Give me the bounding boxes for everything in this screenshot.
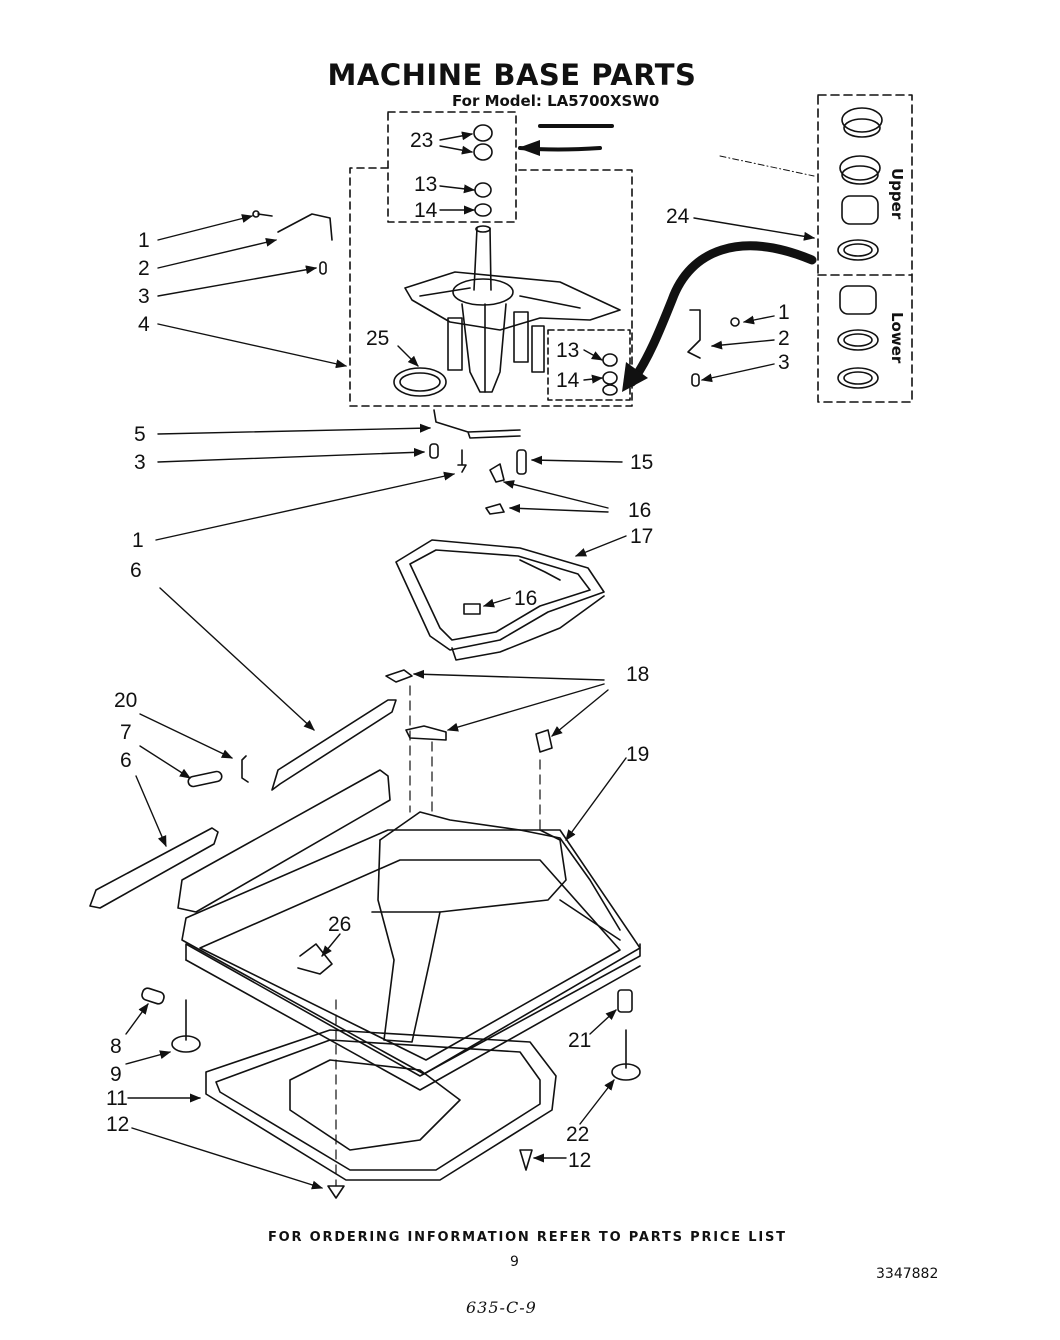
clip-part-16 [489, 463, 505, 483]
screw-part-1 [457, 449, 467, 473]
spring-part-20 [241, 755, 249, 783]
screw-part-12-left [327, 1185, 345, 1199]
dashed-group-box-transmission [349, 167, 633, 407]
callout-22: 22 [566, 1123, 590, 1146]
callout-12-right: 12 [568, 1149, 592, 1172]
transmission-housing [404, 271, 621, 393]
pin-part-7 [187, 770, 223, 788]
dashed-alignment-lines [335, 685, 541, 1187]
bumper-part-8 [141, 987, 165, 1005]
callout-14-top: 14 [414, 199, 438, 222]
clip-part-18c [535, 729, 553, 753]
transmission-shaft [473, 225, 492, 291]
bearing-lower-1 [839, 285, 877, 315]
bracket-right-upper [687, 309, 740, 387]
ordering-footer: FOR ORDERING INFORMATION REFER TO PARTS … [268, 1230, 787, 1245]
callout-6-upper: 6 [130, 559, 142, 582]
callout-21: 21 [568, 1029, 592, 1052]
document-number: 3347882 [876, 1266, 939, 1282]
callout-3-mid: 3 [134, 451, 146, 474]
ring-part-25 [393, 367, 447, 397]
clip-part-18b [405, 725, 447, 741]
bearing-upper-2 [839, 155, 881, 185]
dashed-inset-box-bearings [817, 94, 913, 403]
callout-1-mid: 1 [132, 529, 144, 552]
page-title: MACHINE BASE PARTS [327, 58, 697, 92]
callout-23: 23 [410, 129, 434, 152]
bracket-part-5 [433, 409, 521, 439]
base-plate-part-11 [205, 1029, 557, 1181]
callout-14-right: 14 [556, 369, 580, 392]
screw-part-12-right [519, 1149, 533, 1171]
bracket-left-upper [252, 210, 333, 275]
bushing-part-21 [617, 989, 633, 1013]
inset-label-lower: Lower [888, 312, 906, 364]
callout-12-left: 12 [106, 1113, 130, 1136]
callout-16-upper: 16 [628, 499, 652, 522]
callout-13-right: 13 [556, 339, 580, 362]
bearing-lower-2 [837, 329, 879, 351]
frame-part-17 [395, 539, 605, 661]
leveling-foot-part-9 [171, 999, 201, 1053]
callout-19: 19 [626, 743, 650, 766]
bearing-lower-3 [837, 367, 879, 389]
clip-part-18a [385, 669, 413, 683]
callout-2-left: 2 [138, 257, 150, 280]
callout-16-lower: 16 [514, 587, 538, 610]
pin-part-15 [516, 449, 527, 475]
dashed-group-box-right-bushings [547, 329, 631, 401]
model-subtitle: For Model: LA5700XSW0 [452, 92, 660, 110]
callout-20: 20 [114, 689, 138, 712]
rail-part-6-lower [89, 827, 219, 909]
callout-2-right: 2 [778, 327, 790, 350]
callout-3-left: 3 [138, 285, 150, 308]
callout-7: 7 [120, 721, 132, 744]
callout-18: 18 [626, 663, 650, 686]
bearing-upper-4 [837, 239, 879, 261]
rail-part-6-upper [271, 699, 397, 791]
bearing-upper-1 [841, 107, 883, 138]
callout-3-right: 3 [778, 351, 790, 374]
callout-25: 25 [366, 327, 390, 350]
callout-26: 26 [328, 913, 352, 936]
bushing-part-3 [429, 443, 439, 459]
callout-1-right: 1 [778, 301, 790, 324]
right-small-bushings [602, 353, 618, 396]
callout-1-left: 1 [138, 229, 150, 252]
leader-lines [125, 131, 816, 1190]
callout-24: 24 [666, 205, 690, 228]
callout-4: 4 [138, 313, 150, 336]
callout-11: 11 [106, 1087, 128, 1110]
cap-part-23 [473, 124, 493, 217]
callout-8: 8 [110, 1035, 122, 1058]
dashed-group-box-top [387, 111, 517, 223]
leveling-foot-part-22 [611, 1029, 641, 1081]
callout-17: 17 [630, 525, 654, 548]
callout-15: 15 [630, 451, 654, 474]
large-curved-arrow-right [627, 241, 817, 387]
callout-13-top: 13 [414, 173, 438, 196]
handwritten-note: 635-C-9 [466, 1298, 537, 1317]
callout-5: 5 [134, 423, 146, 446]
inset-label-upper: Upper [888, 168, 906, 220]
callout-9: 9 [110, 1063, 122, 1086]
callout-6-lower: 6 [120, 749, 132, 772]
bearing-upper-3 [841, 195, 879, 225]
page-number: 9 [510, 1254, 519, 1270]
